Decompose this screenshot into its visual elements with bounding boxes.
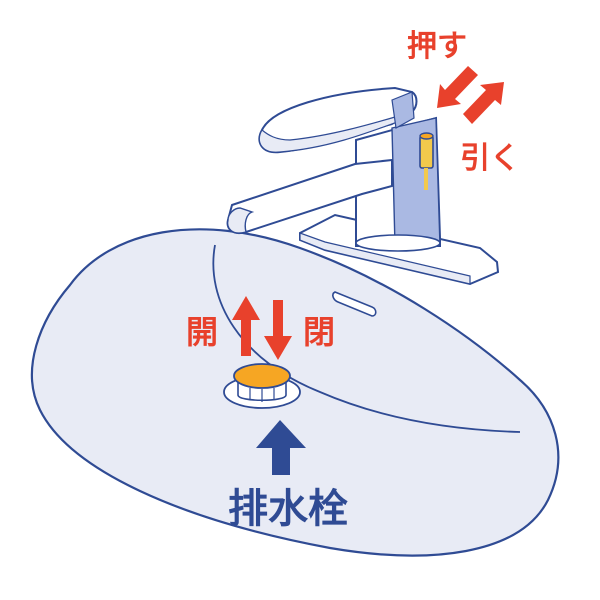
arrow-up-icon — [232, 296, 260, 356]
label-push: 押す — [407, 29, 467, 64]
arrow-up-blue-icon — [256, 420, 306, 475]
diagonal-arrows-icon — [437, 66, 504, 124]
popup-rod — [419, 132, 434, 190]
faucet-spout — [226, 158, 393, 234]
drain-plug — [223, 363, 301, 409]
basin-inner-rim — [212, 244, 521, 433]
label-pull: 引く — [460, 141, 520, 176]
label-drain-plug: 排水栓 — [228, 486, 348, 532]
drain-plug-cap — [233, 363, 291, 389]
arrow-down-icon — [264, 300, 292, 360]
label-open: 開 — [186, 313, 218, 351]
faucet-lever-handle — [258, 86, 418, 154]
overflow-slot — [332, 291, 377, 317]
label-close: 閉 — [303, 313, 335, 351]
